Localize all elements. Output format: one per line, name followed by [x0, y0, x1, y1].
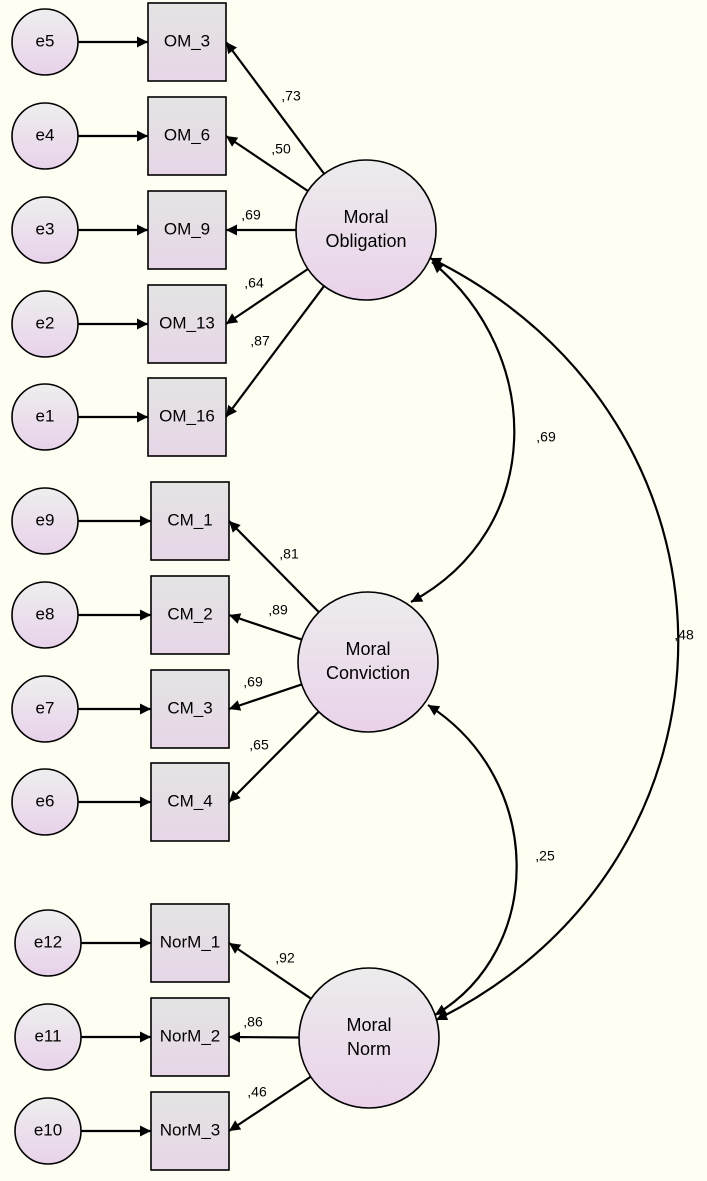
observed-variable-label: CM_3 — [167, 698, 212, 717]
observed-variable-label: NorM_2 — [160, 1026, 220, 1045]
observed-variable-label: CM_4 — [167, 791, 212, 810]
covariance-arc-mo-mn — [429, 257, 680, 1021]
loading-label: ,89 — [268, 602, 288, 618]
error-term-circle — [14, 909, 82, 977]
loading-label: ,46 — [247, 1084, 267, 1100]
observed-variable-box — [150, 762, 230, 842]
node-layer: MoralObligationMoralConvictionMoralNorme… — [11, 2, 440, 1171]
error-term-circle — [11, 487, 79, 555]
observed-variable-box — [147, 377, 227, 457]
loading-label: ,65 — [249, 737, 269, 753]
error-term-label: e9 — [36, 510, 55, 529]
latent-mc-label-line2: Conviction — [326, 663, 410, 683]
loading-arrow — [225, 268, 309, 325]
loading-arrow — [228, 1031, 300, 1043]
error-term-label: e8 — [36, 604, 55, 623]
observed-variable-box — [150, 903, 230, 983]
error-term-circle — [11, 102, 79, 170]
covariance-arc-mc-mn — [427, 704, 518, 1016]
observed-variable-label: CM_1 — [167, 510, 212, 529]
label-layer: ,73 ,50 ,69 ,64 ,87 ,81 ,89 ,69 ,65 ,92 ,86 ,46 ,69,… — [241, 88, 694, 1100]
observed-variable-box — [150, 997, 230, 1077]
loading-arrow — [228, 710, 320, 803]
error-term-circle — [11, 581, 79, 649]
loading-label: ,81 — [279, 546, 299, 562]
loading-label: ,64 — [244, 275, 264, 291]
error-term-circle — [11, 196, 79, 264]
covariance-label-mo-mc: ,69 — [536, 429, 556, 445]
error-term-label: e12 — [34, 932, 62, 951]
error-term-circle — [14, 1003, 82, 1071]
observed-variable-box — [150, 575, 230, 655]
loading-label: ,87 — [250, 333, 270, 349]
loading-arrow — [225, 135, 309, 192]
latent-mn-label-line2: Norm — [347, 1039, 391, 1059]
loading-label: ,50 — [271, 141, 291, 157]
observed-variable-label: NorM_3 — [160, 1120, 220, 1139]
error-term-label: e1 — [36, 406, 55, 425]
latent-mo-circle — [295, 159, 437, 301]
observed-variable-label: OM_16 — [159, 406, 215, 425]
error-term-label: e11 — [34, 1026, 61, 1045]
observed-variable-box — [150, 669, 230, 749]
observed-variable-box — [147, 2, 227, 82]
covariance-label-mc-mn: ,25 — [535, 848, 555, 864]
loading-arrow — [225, 41, 326, 175]
latent-mn-label-line1: Moral — [346, 1015, 391, 1035]
error-term-label: e5 — [36, 31, 55, 50]
error-term-circle — [11, 383, 79, 451]
covariance-label-mo-mn: ,48 — [674, 627, 694, 643]
observed-variable-box — [147, 284, 227, 364]
observed-variable-label: OM_9 — [164, 219, 210, 238]
loading-arrow — [225, 285, 325, 418]
error-term-label: e10 — [34, 1120, 62, 1139]
observed-variable-label: NorM_1 — [160, 932, 220, 951]
loading-arrow — [228, 520, 320, 613]
observed-variable-box — [150, 1091, 230, 1171]
error-term-circle — [11, 768, 79, 836]
edge-layer — [78, 36, 326, 1137]
observed-variable-label: OM_6 — [164, 125, 210, 144]
observed-variable-label: OM_13 — [159, 313, 215, 332]
loading-label: ,73 — [281, 88, 301, 104]
error-term-circle — [11, 8, 79, 76]
loading-arrow — [228, 1075, 312, 1132]
covariance-layer — [410, 257, 680, 1021]
latent-mn-circle — [298, 967, 440, 1109]
observed-variable-box — [147, 96, 227, 176]
latent-mo-label-line1: Moral — [343, 207, 388, 227]
error-term-label: e2 — [36, 313, 55, 332]
error-term-label: e3 — [36, 219, 55, 238]
observed-variable-label: CM_2 — [167, 604, 212, 623]
loading-label: ,86 — [243, 1014, 263, 1030]
error-term-label: e4 — [36, 125, 55, 144]
covariance-arc-mo-mc — [410, 261, 516, 603]
latent-mo-label-line2: Obligation — [325, 231, 406, 251]
loading-label: ,92 — [275, 950, 295, 966]
observed-variable-box — [147, 190, 227, 270]
error-term-label: e7 — [36, 698, 55, 717]
loading-label: ,69 — [243, 674, 263, 690]
observed-variable-label: OM_3 — [164, 31, 210, 50]
error-term-circle — [14, 1097, 82, 1165]
observed-variable-box — [150, 481, 230, 561]
latent-mc-label-line1: Moral — [345, 639, 390, 659]
latent-mc-circle — [297, 591, 439, 733]
loading-arrow — [228, 942, 312, 1000]
error-term-circle — [11, 675, 79, 743]
error-term-circle — [11, 290, 79, 358]
loading-label: ,69 — [241, 207, 261, 223]
loading-arrow — [228, 613, 303, 641]
error-term-label: e6 — [36, 791, 55, 810]
loading-arrow — [228, 683, 303, 711]
